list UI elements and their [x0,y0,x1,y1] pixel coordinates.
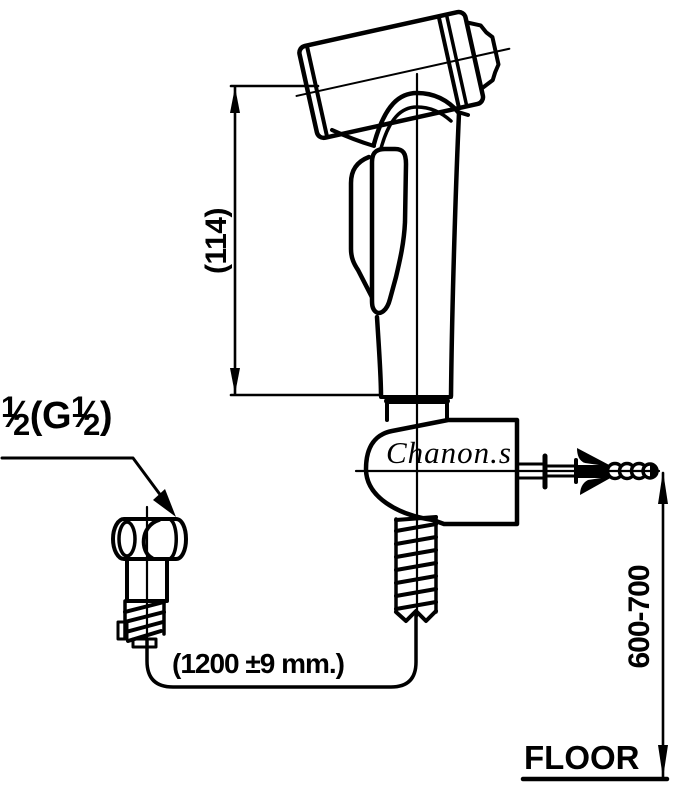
dim-600-700 [658,471,668,779]
thread-spec-close: ) [99,395,113,437]
shower-hose [145,610,418,689]
fraction-numerator: 1 [1,391,18,424]
leader-line [0,456,176,517]
floor-label: FLOOR [524,739,640,776]
dim-114 [229,84,381,397]
head-height-dim-label: (114) [200,208,233,274]
fraction-numerator: 1 [71,391,88,424]
trigger-lever [348,146,409,316]
head-axis-centerline [295,47,511,97]
fraction-denominator: 2 [13,407,30,442]
spray-head [295,9,511,141]
thread-spec-open: (G [29,395,72,437]
inlet-tee-connector [111,517,188,649]
connector-size-label: 1⁄2(G1⁄2) [1,393,113,442]
fraction-slash: ⁄ [82,394,89,436]
fraction-slash: ⁄ [12,394,19,436]
fraction-denominator: 2 [83,407,100,442]
brand-label: Chanon.s [386,435,512,470]
hose-length-dim-label: (1200 ±9 mm.) [172,648,345,679]
wall-bracket [363,417,520,527]
mount-height-dim-label: 600-700 [623,565,656,669]
